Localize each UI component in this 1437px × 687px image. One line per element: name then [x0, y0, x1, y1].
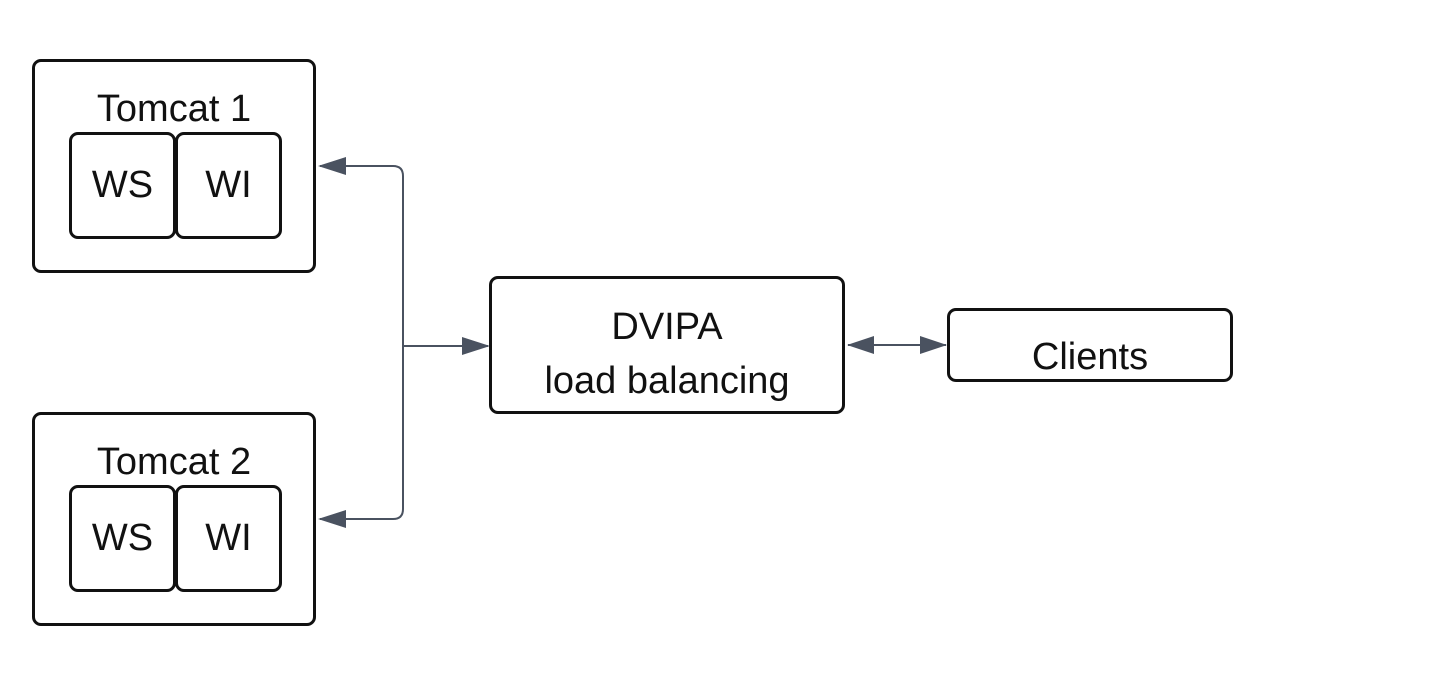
arrowhead-tomcat1: [318, 157, 346, 175]
arrowhead-clients-left: [847, 336, 874, 354]
dvipa-subtitle: load balancing: [544, 360, 790, 402]
tomcat-1-wi-box: WI: [175, 132, 282, 239]
tomcat-2-node: Tomcat 2 WS WI: [32, 412, 316, 626]
tomcat-2-title: Tomcat 2: [96, 441, 252, 483]
tomcat-1-title: Tomcat 1: [96, 88, 252, 130]
dvipa-title: DVIPA: [611, 306, 723, 348]
tomcat-1-ws-box: WS: [69, 132, 176, 239]
clients-label: Clients: [1031, 336, 1149, 378]
arrowhead-dvipa: [462, 337, 490, 355]
connector-tomcat2: [320, 346, 404, 520]
connector-tomcat1: [320, 165, 404, 346]
arrowhead-tomcat2: [318, 510, 346, 528]
tomcat-1-node: Tomcat 1 WS WI: [32, 59, 316, 273]
clients-node: Clients: [947, 308, 1233, 382]
tomcat-2-wi-box: WI: [175, 485, 282, 592]
arrowhead-clients-right: [920, 336, 947, 354]
tomcat-2-ws-box: WS: [69, 485, 176, 592]
dvipa-node: DVIPA load balancing: [489, 276, 845, 414]
